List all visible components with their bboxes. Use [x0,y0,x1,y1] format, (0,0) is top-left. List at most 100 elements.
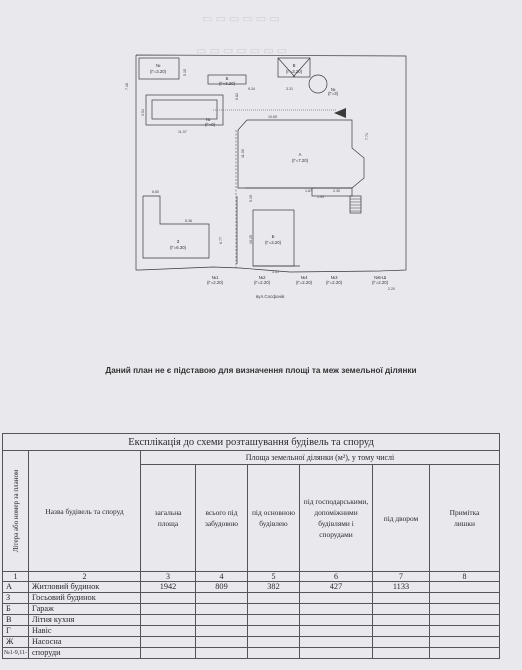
row-litera: Б [2,603,29,615]
room-sub: (Г=2.20) [296,280,313,285]
building-top-b [207,74,247,85]
note-sub-label: лишки [454,519,475,529]
room-sub: (Г=2.20) [326,280,343,285]
room-label: №2 [259,275,267,280]
dimension-label: 2.20 [388,287,395,291]
row-main: 382 [247,581,300,593]
row-name: Насосна [28,636,141,648]
area-group-header: Площа земельної ділянки (м²), у тому чис… [139,449,501,466]
column-number: 6 [299,571,373,582]
column-number-row: 1 2 3 4 5 6 7 8 [2,571,501,582]
pool-inner [151,99,218,120]
room-sub: (Г=3.20) [286,69,303,74]
row-note [428,581,501,593]
room-sub: (Г=3) [328,91,339,96]
row-aux: 427 [299,581,373,593]
dimension-label: 2.30 [333,189,340,193]
col-header-name: Назва будівель та споруд [28,450,141,572]
dimension-label: 3.51 [141,109,145,116]
table-row: В Літня кухня [2,614,501,626]
column-number: 1 [2,571,29,582]
room-sub: (Г=2.20) [372,280,389,285]
col-header-litera: Літера або номер за планом [2,450,29,572]
room-sub: (Г=2.20) [207,280,224,285]
row-litera: Г [2,625,29,637]
dimension-label: 5.15 [183,69,187,76]
table-row: Г Навіс [2,625,501,637]
row-litera: З [2,592,29,604]
site-plan: № (Г=3.20) Б (Г=3.20) В (Г=3.20) № (Г=0)… [125,54,407,291]
column-number: 2 [28,571,141,582]
col-header-main: під основною будівлею [247,464,300,572]
row-built: 809 [195,581,248,593]
room-label: Б [272,234,275,239]
room-label: №3 [331,275,339,280]
row-litera: №1-9,11-12 [2,647,29,659]
room-label: № [156,63,161,68]
dimension-label: 10.65 [268,115,277,119]
room-sub: (Г=2.20) [254,280,271,285]
dimension-label: 6.77 [219,237,223,244]
plot-boundary [135,54,407,273]
table-row: Б Гараж [2,603,501,615]
col-header-total: загальна площа [140,464,196,572]
dimension-label: 7.71 [365,133,369,140]
room-sub: (Г=6.30) [170,245,187,250]
col-header-yard: під двором [372,464,430,572]
room-label: З [177,239,180,244]
row-name: Житловий будинок [28,581,141,593]
dimension-label: 11.07 [178,130,187,134]
row-name: Гараж [28,603,141,615]
row-yard: 1133 [372,581,430,593]
well-circle [308,74,328,94]
column-number: 8 [428,571,501,582]
faded-header-text: ▭ ▭ ▭ ▭ ▭ ▭ [202,13,280,25]
room-sub: (Г=3.20) [219,81,236,86]
room-label: А [299,152,302,157]
table-row: А Житловий будинок 1942 809 382 427 1133 [2,581,501,593]
room-label: №5-Ш [374,275,386,280]
column-number: 4 [195,571,248,582]
row-name: споруди [28,647,141,659]
room-sub: (Г=7.20) [292,158,309,163]
row-total: 1942 [140,581,196,593]
disclaimer-notice: Даний план не є підставою для визначення… [105,366,417,375]
dimension-label: 11.00 [241,149,245,158]
column-number: 3 [140,571,196,582]
note-label: Примітка [449,508,480,518]
room-label: №4 [301,275,309,280]
pool-outer [145,94,224,126]
room-label: № [206,117,211,122]
faded-plan-title: ▭ ▭ ▭ ▭ ▭ ▭ ▭ [196,45,288,57]
row-litera: А [2,581,29,593]
dimension-label: 7.18 [125,83,129,90]
dimension-label: 9.34 [248,87,255,91]
room-sub: (Г=0) [205,122,216,127]
column-number: 7 [372,571,430,582]
building-top-left [138,57,180,80]
dimension-label: 3.31 [286,87,293,91]
table-title: Експлікація до схеми розташування будіве… [1,433,501,451]
dimension-label: 6.60 [152,190,159,194]
row-name: Навіс [28,625,141,637]
row-name: Госьовий будинок [28,592,141,604]
explication-table: Експлікація до схеми розташування будіве… [1,433,501,659]
dimension-label: 3.51 [272,270,279,274]
building-top-v [277,57,311,78]
stairs [349,195,362,214]
street-label: вул.Сосфонів [256,294,285,299]
dimension-label: 10.25 [249,235,253,244]
col-header-note: Примітка лишки [428,464,501,572]
col-header-built: всього під забудовою [195,464,248,572]
room-label: № [331,87,336,92]
room-label: В [293,63,296,68]
col-header-aux: під господарськими, допоміжними будівлям… [299,464,373,572]
table-row: №1-9,11-12 споруди [2,647,501,659]
dimension-label: 5.15 [249,195,253,202]
row-litera: Ж [2,636,29,648]
row-litera: В [2,614,29,626]
room-sub: (Г=3.20) [150,69,167,74]
row-name: Літня кухня [28,614,141,626]
room-label: №1 [212,275,220,280]
dimension-label: 6.82 [235,93,239,100]
